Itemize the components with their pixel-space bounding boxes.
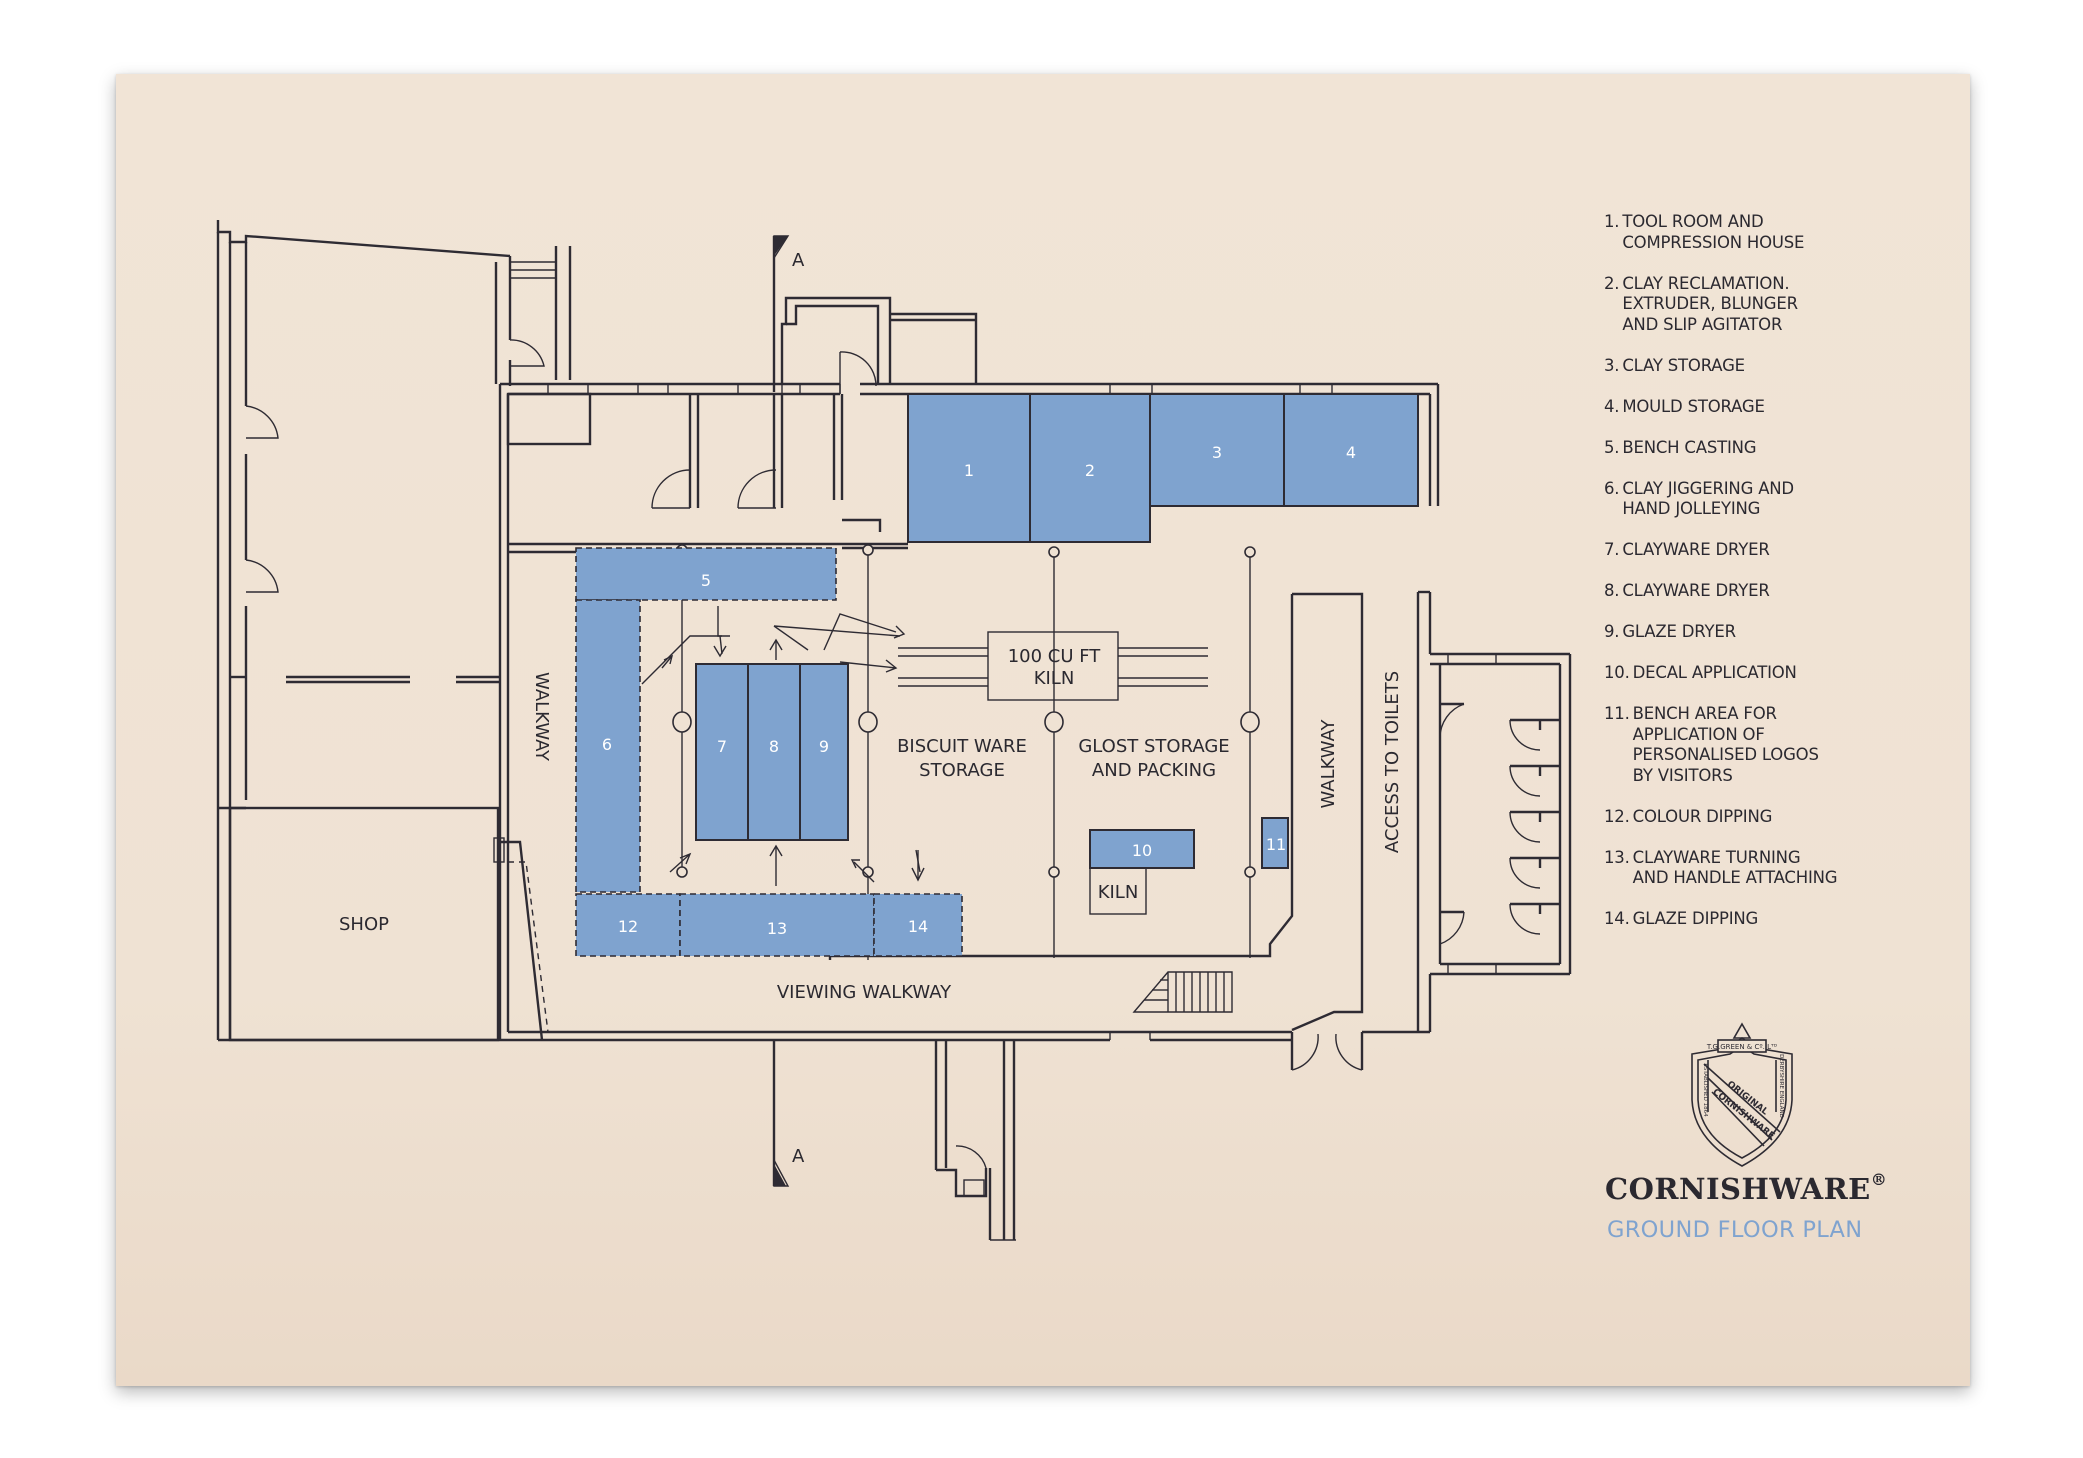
block-2 bbox=[1029, 393, 1151, 543]
block-3 bbox=[1149, 393, 1285, 507]
plan-sheet bbox=[116, 74, 1970, 1386]
west-wing-walls bbox=[216, 220, 572, 1042]
block-1 bbox=[907, 393, 1031, 543]
legend-item: 12.COLOUR DIPPING bbox=[1604, 806, 1773, 826]
block-label-2: 2 bbox=[1085, 461, 1095, 480]
legend-item: 3.CLAY STORAGE bbox=[1604, 355, 1745, 375]
legend-item: 1.TOOL ROOM AND COMPRESSION HOUSE bbox=[1604, 212, 1805, 252]
biscuit-line1: BISCUIT WARE bbox=[897, 736, 1027, 757]
block-10 bbox=[1089, 829, 1195, 869]
block-9 bbox=[799, 663, 849, 841]
plan-subtitle: GROUND FLOOR PLAN bbox=[1607, 1217, 1863, 1243]
legend: 1.TOOL ROOM AND COMPRESSION HOUSE 2.CLAY… bbox=[1604, 212, 1904, 950]
stair-hatch bbox=[1132, 971, 1233, 1013]
biscuit-line2: STORAGE bbox=[919, 760, 1005, 781]
viewing-walkway-label: VIEWING WALKWAY bbox=[777, 982, 952, 1003]
legend-item: 14.GLAZE DIPPING bbox=[1604, 909, 1759, 928]
block-label-4: 4 bbox=[1346, 443, 1356, 462]
block-label-3: 3 bbox=[1212, 443, 1222, 462]
process-arrows bbox=[641, 606, 925, 886]
svg-text:T.G.GREEN & Cº. Lᵀᴰ: T.G.GREEN & Cº. Lᵀᴰ bbox=[1706, 1043, 1778, 1051]
block-5 bbox=[575, 547, 837, 601]
glost-line1: GLOST STORAGE bbox=[1078, 736, 1229, 757]
block-label-7: 7 bbox=[717, 737, 727, 756]
block-label-6: 6 bbox=[602, 735, 612, 754]
cornishware-shield-logo: T.G.GREEN & Cº. Lᵀᴰ ORIGINAL CORNISHWARE… bbox=[1691, 1022, 1793, 1167]
shop-label: SHOP bbox=[339, 914, 389, 935]
block-label-8: 8 bbox=[769, 737, 779, 756]
svg-text:ESTABLISHED 1864: ESTABLISHED 1864 bbox=[1702, 1063, 1708, 1117]
kiln-label: KILN bbox=[1098, 882, 1139, 903]
block-label-13: 13 bbox=[767, 919, 787, 938]
kiln-100-line1: 100 CU FT bbox=[1008, 646, 1102, 667]
legend-item: 8.CLAYWARE DRYER bbox=[1604, 581, 1770, 600]
main-building-walls bbox=[493, 235, 1572, 1241]
block-label-5: 5 bbox=[701, 571, 711, 590]
block-label-1: 1 bbox=[964, 461, 974, 480]
access-toilets-label: ACCESS TO TOILETS bbox=[1382, 671, 1403, 853]
legend-item: 9.GLAZE DRYER bbox=[1604, 622, 1736, 641]
room-labels: A A WALKWAY SHOP 100 CU FT KILN BISCUIT … bbox=[339, 250, 1403, 1167]
block-label-11: 11 bbox=[1266, 835, 1286, 854]
block-label-12: 12 bbox=[618, 917, 638, 936]
walkway-west-label: WALKWAY bbox=[531, 672, 552, 762]
block-11 bbox=[1261, 817, 1289, 869]
block-numbers: 1 2 3 4 5 6 7 8 9 10 11 12 13 14 bbox=[602, 443, 1356, 938]
kiln-100-line2: KILN bbox=[1034, 668, 1075, 689]
legend-item: 4.MOULD STORAGE bbox=[1604, 396, 1765, 416]
legend-item: 6.CLAY JIGGERING AND HAND JOLLEYING bbox=[1604, 478, 1794, 519]
brand-name: CORNISHWARE® bbox=[1605, 1170, 1888, 1206]
glost-line2: AND PACKING bbox=[1092, 760, 1216, 781]
legend-item: 10.DECAL APPLICATION bbox=[1604, 663, 1797, 682]
block-label-9: 9 bbox=[819, 737, 829, 756]
legend-item: 13.CLAYWARE TURNING AND HANDLE ATTACHING bbox=[1604, 847, 1838, 888]
svg-text:DERBYSHIRE ENGLAND: DERBYSHIRE ENGLAND bbox=[1778, 1054, 1784, 1118]
walkway-east-label: WALKWAY bbox=[1318, 718, 1339, 808]
block-6 bbox=[575, 599, 641, 893]
block-14 bbox=[873, 893, 963, 957]
block-label-10: 10 bbox=[1132, 841, 1152, 860]
legend-item: 2.CLAY RECLAMATION. EXTRUDER, BLUNGER AN… bbox=[1604, 273, 1798, 334]
block-4 bbox=[1283, 393, 1419, 507]
section-a-top: A bbox=[792, 250, 805, 271]
section-a-bottom: A bbox=[792, 1146, 805, 1167]
area-blocks bbox=[575, 393, 1419, 957]
block-label-14: 14 bbox=[908, 917, 928, 936]
legend-item: 7.CLAYWARE DRYER bbox=[1604, 540, 1770, 559]
legend-item: 5.BENCH CASTING bbox=[1604, 437, 1757, 457]
block-13 bbox=[679, 893, 875, 957]
legend-item: 11.BENCH AREA FOR APPLICATION OF PERSONA… bbox=[1604, 704, 1819, 785]
